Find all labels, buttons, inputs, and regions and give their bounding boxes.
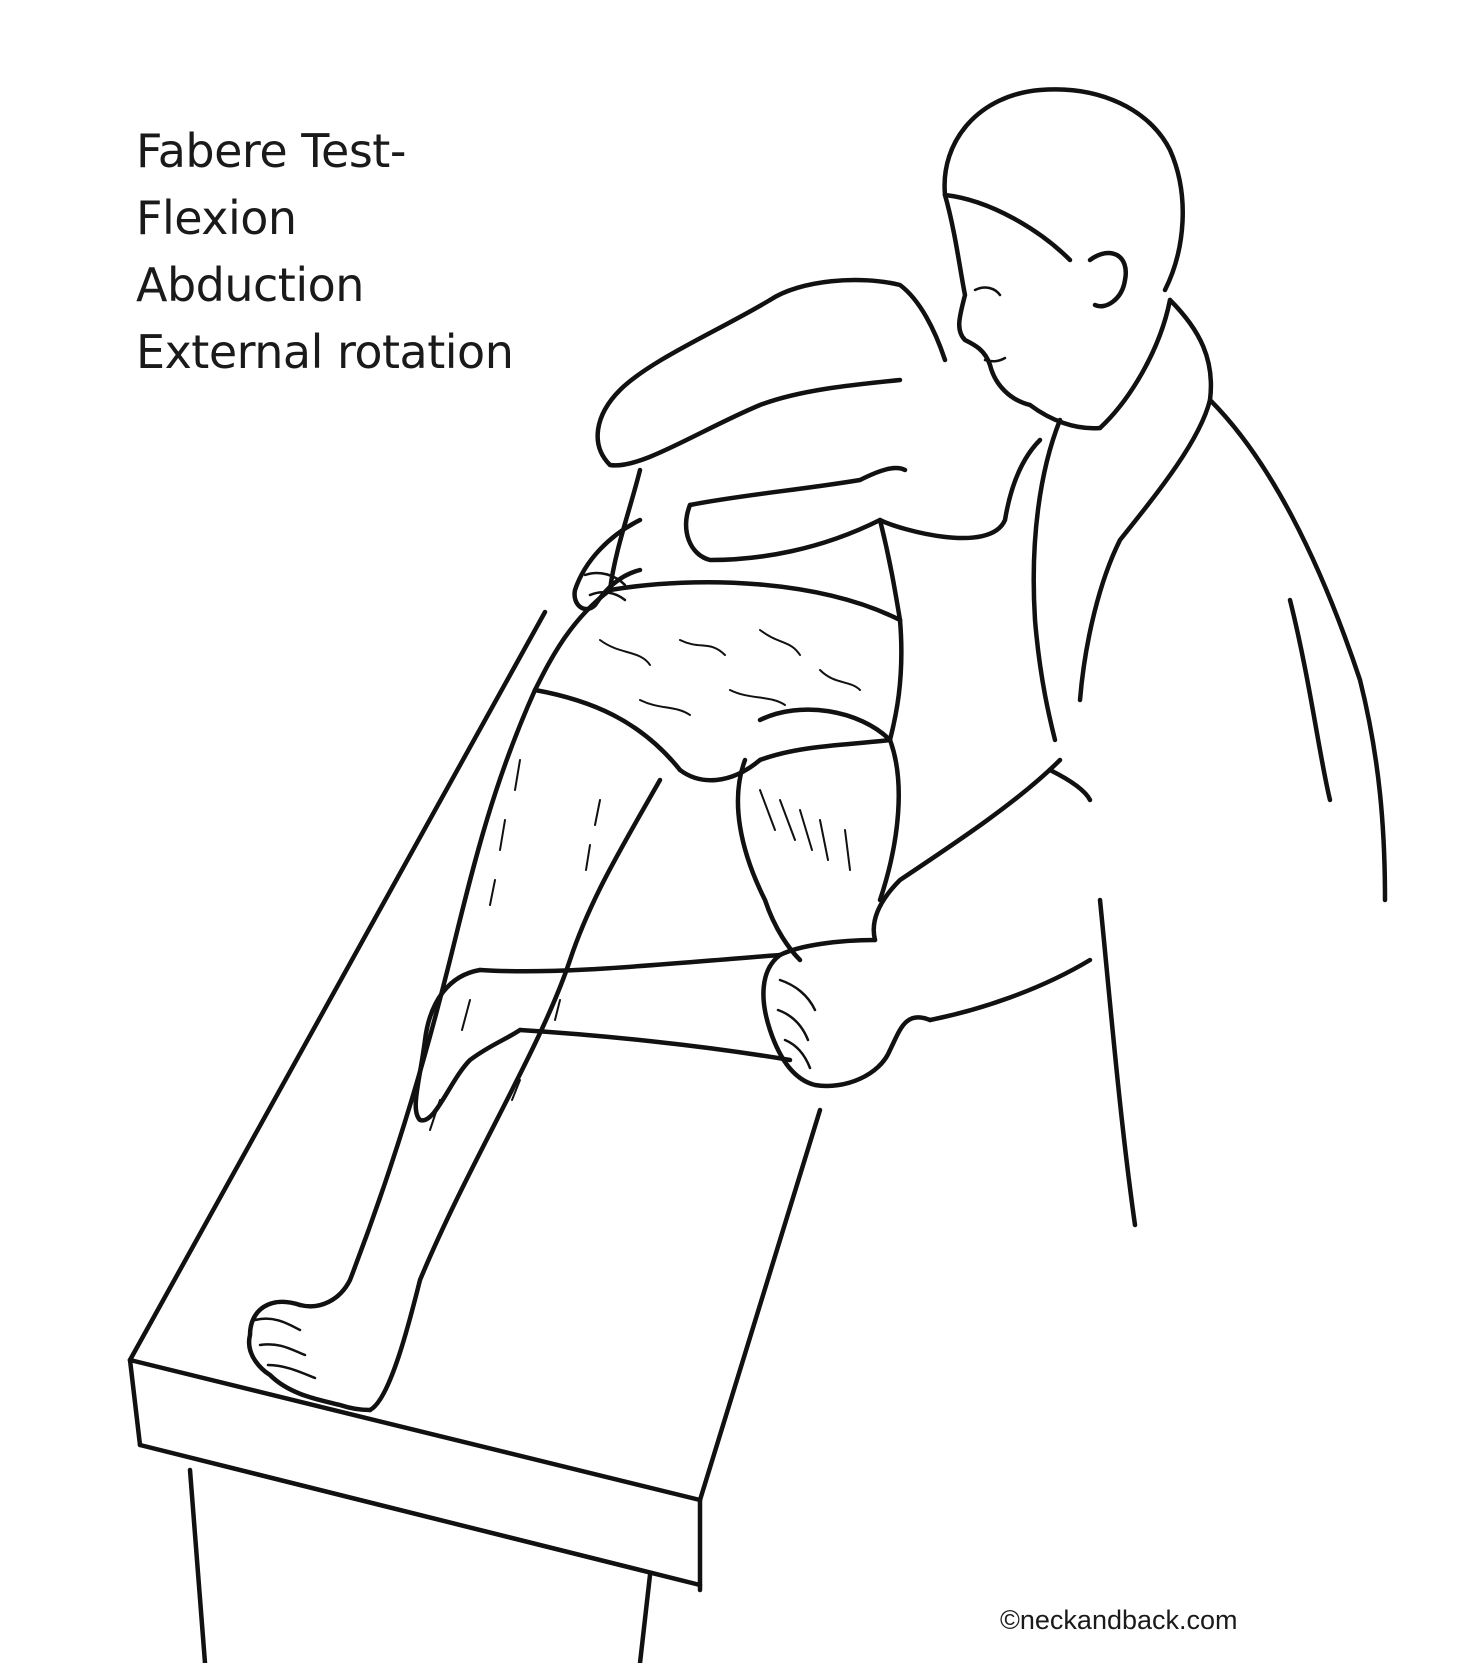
table-top-front-left xyxy=(127,1357,703,1503)
caption-flexion: Flexion xyxy=(136,191,297,245)
leg-hatching-1 xyxy=(429,759,521,1131)
patient-torso-right xyxy=(877,517,903,623)
patient-forearm-lower xyxy=(687,465,908,508)
bent-foot xyxy=(413,967,523,1123)
examiner xyxy=(761,87,1388,1228)
copyright-credit: ©neckandback.com xyxy=(1000,1605,1238,1635)
examiner-fingers xyxy=(776,978,817,1070)
examiner-ear xyxy=(1087,250,1129,309)
bent-thigh-bottom xyxy=(735,757,803,963)
examiner-mouth xyxy=(983,356,1007,363)
shorts-top-band xyxy=(607,579,903,623)
caption-external-rotation: External rotation xyxy=(136,325,514,379)
leg-hatching-2 xyxy=(511,799,601,1101)
table-top-left-inner xyxy=(127,1357,143,1448)
collar-left xyxy=(1031,417,1063,743)
patient-shoulder xyxy=(767,277,948,363)
straight-leg-outer xyxy=(297,687,538,1309)
patient-fingers xyxy=(583,571,627,602)
straight-leg-foot xyxy=(246,1299,373,1413)
coat-back xyxy=(1207,397,1388,903)
table-leg-left xyxy=(187,1467,208,1663)
collar-right xyxy=(1077,297,1214,703)
caption-abduction: Abduction xyxy=(136,258,364,312)
examiner-hand xyxy=(761,937,933,1089)
patient-forearm-upper xyxy=(683,502,883,563)
coat-lapel xyxy=(1097,297,1173,431)
coat-sleeve-outer xyxy=(1287,597,1333,803)
table-top-left-edge xyxy=(127,609,548,1363)
bent-shin-top xyxy=(477,952,783,974)
examiner-cuff xyxy=(1047,767,1093,803)
examiner-lower-arm-top xyxy=(871,757,1063,943)
table-front-bottom xyxy=(137,1442,703,1588)
shorts-left-hem xyxy=(532,687,683,773)
patient-hand-on-pelvis xyxy=(572,517,643,612)
table-top-front-right xyxy=(697,1107,823,1503)
shorts-crotch xyxy=(677,757,763,783)
caption-title: Fabere Test- xyxy=(136,124,406,178)
shorts-right-hem xyxy=(757,737,893,763)
shorts-left-side xyxy=(532,587,613,693)
exam-table xyxy=(127,609,823,1663)
patient-upper-body xyxy=(572,277,948,623)
examiner-hair-line xyxy=(942,192,1073,263)
shorts-texture xyxy=(599,629,861,716)
patient-shorts xyxy=(532,579,904,783)
straight-leg-inner xyxy=(367,777,663,1413)
knee-hatching xyxy=(759,789,851,871)
examiner-head-outline xyxy=(942,87,1185,293)
table-leg-right xyxy=(637,1572,653,1663)
examiner-neck xyxy=(1027,402,1103,431)
examiner-eye xyxy=(973,286,1002,297)
shorts-right-side xyxy=(887,617,904,743)
examiner-lower-arm-bottom xyxy=(927,957,1093,1023)
patient-upper-arm xyxy=(595,297,903,468)
caption-block: Fabere Test- Flexion Abduction External … xyxy=(136,118,514,386)
foot-toes xyxy=(253,1317,317,1380)
examiner-face xyxy=(942,192,1033,408)
examiner-upper-arm xyxy=(877,437,1043,541)
coat-right-hem xyxy=(1097,897,1138,1228)
patient-legs xyxy=(246,687,901,1413)
bent-shin-bottom xyxy=(517,1027,793,1063)
